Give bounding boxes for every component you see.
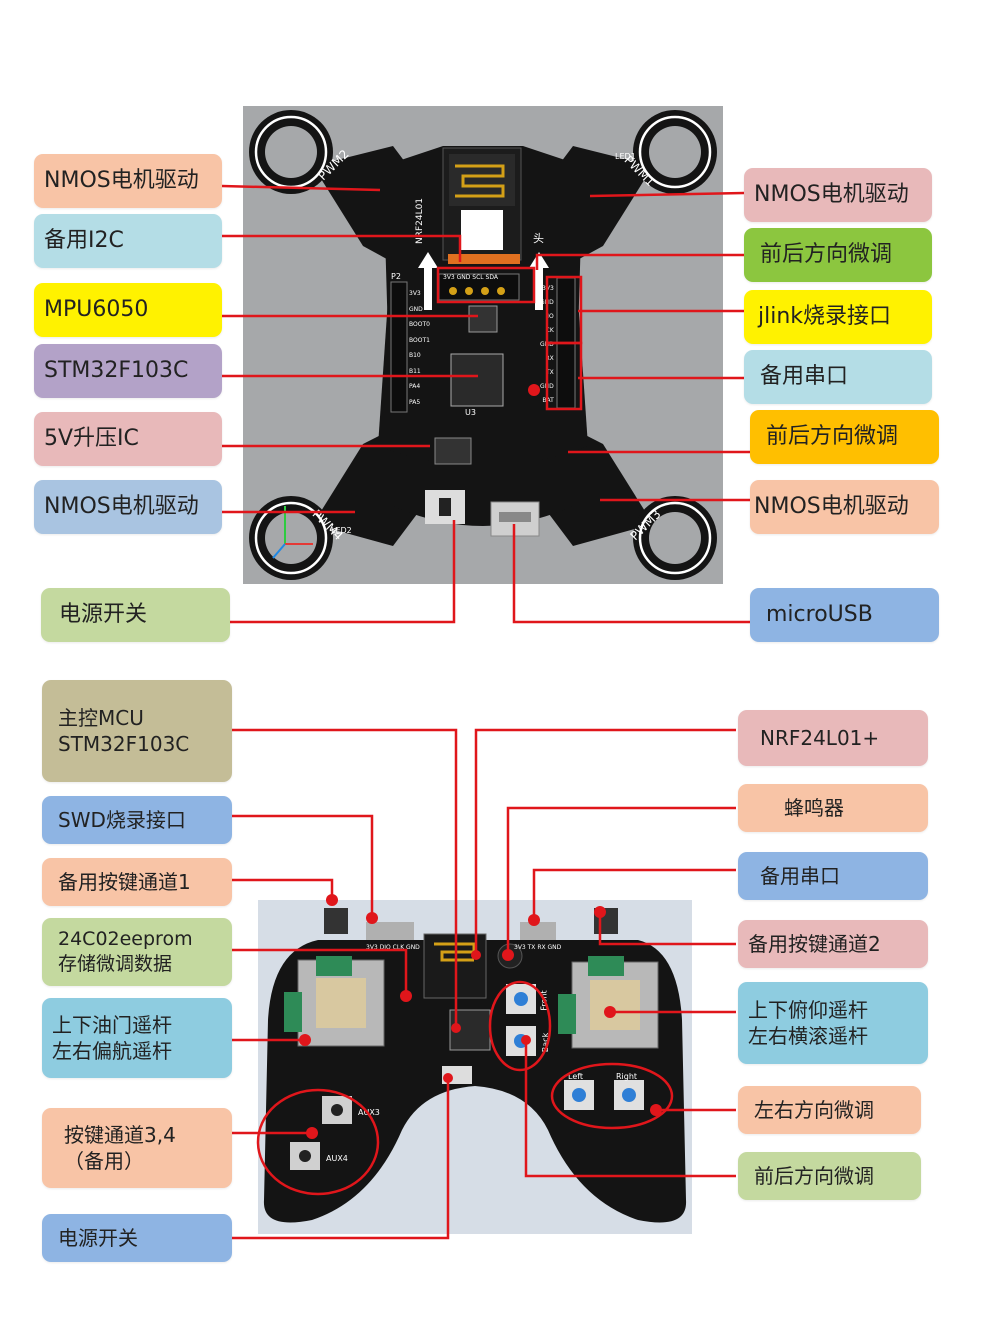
- drone-pcb-render: PWM2 PWM1 PWM4 PWM3 LED1 LED2 NRF24L01 头…: [243, 106, 723, 584]
- label-buzzer: 蜂鸣器: [738, 784, 928, 832]
- label-mpu6050: MPU6050: [34, 283, 222, 337]
- pin-label: GND: [540, 299, 554, 306]
- label-nmos-top-right: NMOS电机驱动: [744, 168, 932, 222]
- pin-label: 3V3: [409, 290, 421, 297]
- pin-label: CK: [545, 327, 554, 334]
- label-power-switch-remote: 电源开关: [42, 1214, 232, 1262]
- u3-silk: U3: [465, 408, 476, 417]
- label-nmos-bottom-right: NMOS电机驱动: [750, 480, 939, 534]
- front-silk: Front: [539, 990, 549, 1011]
- label-key2: 备用按键通道2: [738, 920, 928, 968]
- remote-pcb-photo: AUX3 AUX4 Front Back Left Right 3V3 DIO …: [258, 900, 692, 1234]
- label-nmos-bottom-left: NMOS电机驱动: [34, 480, 222, 534]
- label-trim-front-back-remote: 前后方向微调: [738, 1152, 921, 1200]
- aux4-silk: AUX4: [326, 1154, 348, 1163]
- label-stm32: STM32F103C: [34, 344, 222, 398]
- label-uart-remote: 备用串口: [738, 852, 928, 900]
- pin-label: GND: [540, 383, 554, 390]
- label-uart-drone: 备用串口: [744, 350, 932, 404]
- back-silk: Back: [541, 1032, 551, 1053]
- pin-label: BOOT0: [409, 321, 430, 328]
- label-trim-left-right: 左右方向微调: [738, 1086, 921, 1134]
- label-left-stick: 上下油门遥杆 左右偏航遥杆: [42, 998, 232, 1078]
- pin-label: TX: [545, 369, 554, 376]
- pin-label: B10: [409, 352, 421, 359]
- label-microusb: microUSB: [750, 588, 939, 642]
- pin-label: PA4: [409, 383, 421, 390]
- label-swd: SWD烧录接口: [42, 796, 232, 844]
- label-nrf24l01: NRF24L01+: [738, 710, 928, 766]
- pin-label: PA5: [409, 398, 421, 406]
- label-keys-3-4: 按键通道3,4 （备用）: [42, 1108, 232, 1188]
- label-eeprom: 24C02eeprom 存储微调数据: [42, 918, 232, 986]
- pin-label: 3V3: [542, 285, 554, 292]
- left-silk: Left: [568, 1072, 584, 1081]
- head-silk: 头: [533, 232, 544, 245]
- label-nmos-top-left: NMOS电机驱动: [34, 154, 222, 208]
- label-i2c: 备用I2C: [34, 214, 222, 268]
- pin-label: BAT: [542, 397, 554, 404]
- label-key1: 备用按键通道1: [42, 858, 232, 906]
- pin-label: BOOT1: [409, 336, 430, 344]
- pin-label: IO: [547, 313, 554, 320]
- label-trim-front-back-1: 前后方向微调: [744, 228, 932, 282]
- header-b-silk: 3V3 TX RX GND: [514, 944, 562, 951]
- led1-silk: LED1: [615, 152, 636, 161]
- header-a-silk: 3V3 DIO CLK GND: [366, 944, 420, 951]
- label-jlink: jlink烧录接口: [744, 290, 932, 344]
- pin-label: GND: [540, 341, 554, 348]
- i2c-pins-silk: 3V3 GND SCL SDA: [443, 274, 498, 281]
- pin-label: GND: [409, 305, 423, 313]
- led2-silk: LED2: [331, 526, 352, 535]
- label-main-mcu: 主控MCU STM32F103C: [42, 680, 232, 782]
- nrf-module-silk: NRF24L01: [415, 197, 426, 245]
- p2-silk: P2: [391, 272, 401, 281]
- label-trim-front-back-2: 前后方向微调: [750, 410, 939, 464]
- aux3-silk: AUX3: [358, 1108, 380, 1117]
- label-boost-ic: 5V升压IC: [34, 412, 222, 466]
- right-silk: Right: [616, 1072, 638, 1081]
- label-right-stick: 上下俯仰遥杆 左右横滚遥杆: [738, 982, 928, 1064]
- label-power-switch-drone: 电源开关: [41, 588, 230, 642]
- pin-label: B11: [409, 367, 421, 375]
- pin-label: RX: [545, 355, 554, 362]
- left-header-pin-labels: 3V3 GND BOOT0 BOOT1 B10 B11 PA4 PA5: [409, 286, 430, 410]
- right-header-pin-labels: 3V3 GND IO CK GND RX TX GND BAT: [540, 282, 554, 408]
